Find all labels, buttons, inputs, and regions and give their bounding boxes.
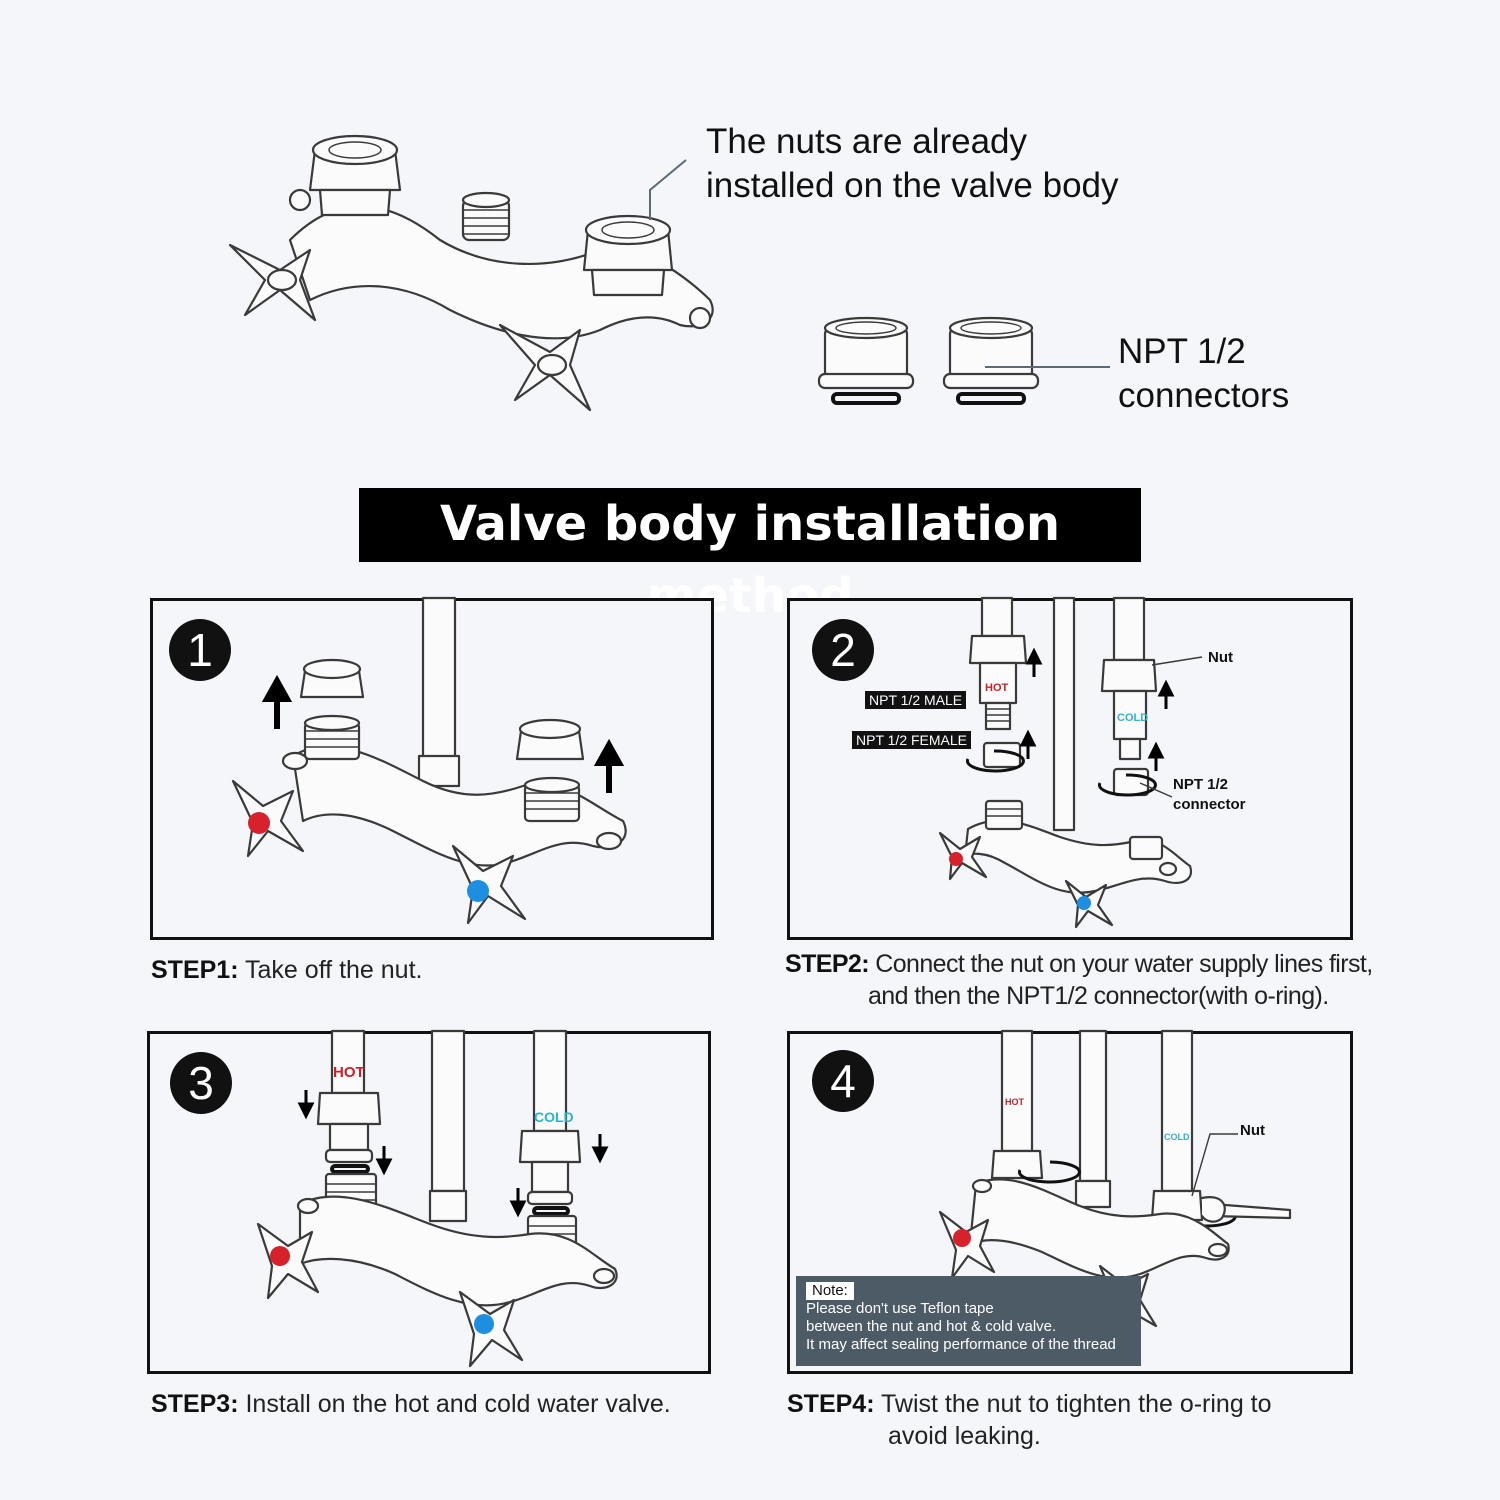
step2-label: STEP2:: [785, 950, 870, 978]
nuts-callout-line2: installed on the valve body: [706, 166, 1119, 205]
step2-cold-label: COLD: [1117, 712, 1149, 724]
step4-label: STEP4:: [787, 1390, 875, 1418]
connectors-callout-line2: connectors: [1118, 376, 1290, 415]
step2-text2: and then the NPT1/2 connector(with o-rin…: [868, 982, 1329, 1010]
step2-female-label: NPT 1/2 FEMALE: [852, 731, 972, 749]
step4-number: 4: [812, 1050, 874, 1112]
step2-nut-label: Nut: [1208, 649, 1233, 666]
step4-caption: STEP4: Twist the nut to tighten the o-ri…: [787, 1388, 1387, 1452]
connectors-callout-line1: NPT 1/2: [1118, 332, 1246, 371]
hot-indicator: [248, 812, 270, 834]
cold-indicator: [467, 880, 489, 902]
step2-illustration: [938, 596, 1203, 929]
step2-connector-line1: NPT 1/2: [1173, 776, 1229, 793]
connectors-callout: NPT 1/2 connectors: [1118, 330, 1378, 418]
step4-illustration: [938, 1029, 1292, 1334]
step2-text: Connect the nut on your water supply lin…: [875, 950, 1373, 978]
step1-caption: STEP1: Take off the nut.: [151, 954, 711, 986]
step4-text2: avoid leaking.: [888, 1422, 1041, 1450]
step2-caption: STEP2: Connect the nut on your water sup…: [785, 948, 1385, 1012]
step4-text: Twist the nut to tighten the o-ring to: [881, 1390, 1272, 1418]
note-line2: between the nut and hot & cold valve.: [806, 1318, 1057, 1335]
step4-hot-label: HOT: [1005, 1097, 1024, 1107]
step3-caption: STEP3: Install on the hot and cold water…: [151, 1388, 731, 1420]
step4-cold-label: COLD: [1164, 1132, 1190, 1142]
cold-indicator: [1077, 896, 1091, 910]
step3-label: STEP3:: [151, 1390, 239, 1418]
note-line3: It may affect sealing performance of the…: [806, 1336, 1116, 1353]
step4-nut-label: Nut: [1240, 1122, 1265, 1139]
step2-connector-line2: connector: [1173, 796, 1246, 813]
step3-panel: 3 HOT COLD: [147, 1029, 711, 1374]
step2-male-label: NPT 1/2 MALE: [865, 691, 967, 709]
hot-indicator: [270, 1246, 290, 1266]
note-title: Note:: [806, 1282, 854, 1300]
step3-number: 3: [170, 1052, 232, 1114]
cold-indicator: [474, 1314, 494, 1334]
npt-connectors-illustration: [817, 316, 1110, 405]
valve-body-illustration: [228, 134, 714, 412]
step2-connector-label: NPT 1/2 connector: [1173, 775, 1246, 815]
step3-text: Install on the hot and cold water valve.: [245, 1390, 671, 1418]
hot-indicator: [949, 852, 963, 866]
step1-label: STEP1:: [151, 956, 239, 984]
step2-hot-label: HOT: [985, 682, 1009, 694]
step1-number: 1: [169, 619, 231, 681]
connector-left: [817, 316, 915, 405]
step3-hot-label: HOT: [333, 1064, 365, 1081]
section-banner: Valve body installation method: [359, 488, 1141, 624]
step1-illustration: [231, 596, 627, 925]
step4-panel: 4 HOT COLD Nut Note: Please don't use Te…: [787, 1029, 1353, 1374]
note-line1: Please don't use Teflon tape: [806, 1300, 994, 1317]
step2-number: 2: [812, 619, 874, 681]
hot-indicator: [953, 1229, 971, 1247]
step1-panel: 1: [150, 596, 714, 940]
nuts-callout-line1: The nuts are already: [706, 122, 1028, 161]
nuts-callout: The nuts are already installed on the va…: [706, 120, 1226, 208]
teflon-note: Note: Please don't use Teflon tape betwe…: [796, 1276, 1141, 1366]
step1-text: Take off the nut.: [245, 956, 423, 984]
step3-cold-label: COLD: [534, 1109, 574, 1125]
step2-panel: 2: [787, 596, 1353, 940]
connector-right: [942, 316, 1040, 405]
step3-illustration: [256, 1029, 618, 1368]
